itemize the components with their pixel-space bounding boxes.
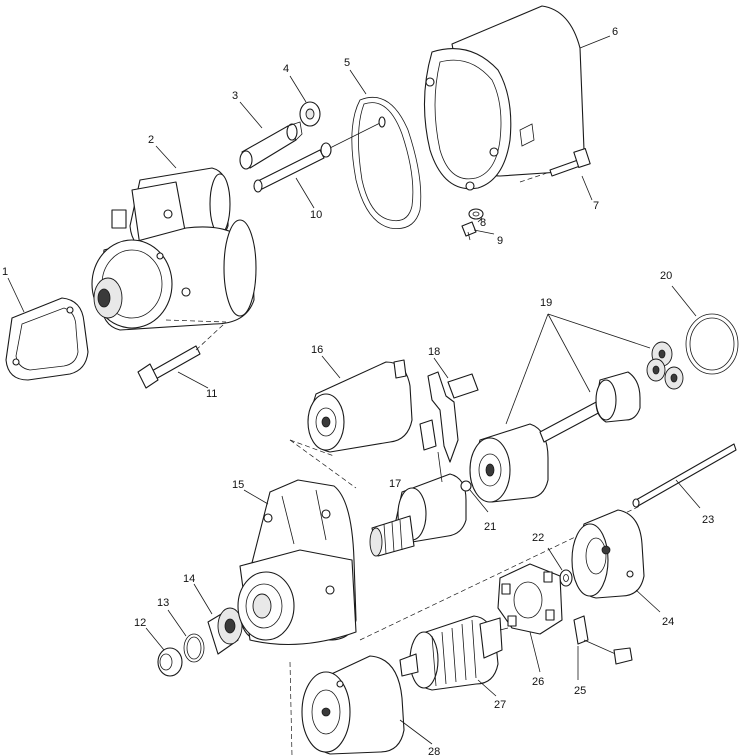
callout-8: 8 bbox=[480, 217, 486, 229]
part-2-starter-assembly bbox=[91, 167, 257, 331]
callout-25: 25 bbox=[574, 685, 586, 697]
callout-27: 27 bbox=[494, 699, 506, 711]
callout-22: 22 bbox=[532, 532, 544, 544]
callout-labels: 1 2 3 4 5 6 7 8 9 10 11 12 13 14 15 16 1… bbox=[2, 26, 714, 756]
part-3-plunger bbox=[239, 121, 303, 170]
part-6-housing bbox=[423, 5, 585, 191]
part-18-shift-lever bbox=[419, 371, 479, 483]
callout-12: 12 bbox=[134, 617, 146, 629]
callout-5: 5 bbox=[344, 57, 350, 69]
callout-20: 20 bbox=[660, 270, 672, 282]
part-5-seal-ring bbox=[351, 96, 422, 229]
part-19-planetary-set bbox=[469, 341, 684, 503]
callout-6: 6 bbox=[612, 26, 618, 38]
callout-26: 26 bbox=[532, 676, 544, 688]
part-14-pinion-gear bbox=[207, 607, 243, 655]
leader-lines bbox=[7, 35, 701, 745]
part-20-ring bbox=[685, 313, 739, 375]
callout-23: 23 bbox=[702, 514, 714, 526]
callout-18: 18 bbox=[428, 346, 440, 358]
part-12-cap bbox=[157, 647, 183, 677]
callout-13: 13 bbox=[157, 597, 169, 609]
part-24-end-frame bbox=[571, 509, 645, 599]
part-15-drive-housing bbox=[237, 439, 357, 646]
part-7-bolt bbox=[519, 147, 591, 183]
callout-4: 4 bbox=[283, 63, 289, 75]
callout-24: 24 bbox=[662, 616, 674, 628]
callout-19: 19 bbox=[540, 297, 552, 309]
callout-7: 7 bbox=[593, 200, 599, 212]
callout-21: 21 bbox=[484, 521, 496, 533]
callout-3: 3 bbox=[232, 90, 238, 102]
callout-17: 17 bbox=[389, 478, 401, 490]
callout-10: 10 bbox=[310, 209, 322, 221]
part-9-screw bbox=[461, 221, 477, 241]
callout-11: 11 bbox=[206, 388, 217, 400]
part-28-yoke bbox=[289, 655, 405, 756]
callout-1: 1 bbox=[2, 266, 8, 278]
part-25-brush-lead bbox=[573, 615, 633, 665]
part-16-solenoid bbox=[289, 359, 413, 457]
part-13-snap-ring bbox=[183, 633, 205, 663]
part-8-washer bbox=[468, 208, 484, 220]
part-11-mounting-bolt bbox=[137, 323, 225, 389]
part-17-clutch bbox=[369, 473, 467, 557]
callout-9: 9 bbox=[497, 235, 503, 247]
part-22-grommet bbox=[559, 569, 573, 587]
part-27-armature bbox=[399, 615, 509, 691]
callout-16: 16 bbox=[311, 344, 323, 356]
callout-28: 28 bbox=[428, 746, 440, 756]
part-1-gasket bbox=[5, 297, 89, 381]
part-4-nut bbox=[299, 101, 321, 127]
callout-15: 15 bbox=[232, 479, 244, 491]
part-21-ball bbox=[460, 480, 472, 492]
part-26-brush-holder bbox=[497, 563, 563, 635]
part-10-stud bbox=[253, 116, 386, 193]
callout-14: 14 bbox=[183, 573, 195, 585]
callout-2: 2 bbox=[148, 134, 154, 146]
